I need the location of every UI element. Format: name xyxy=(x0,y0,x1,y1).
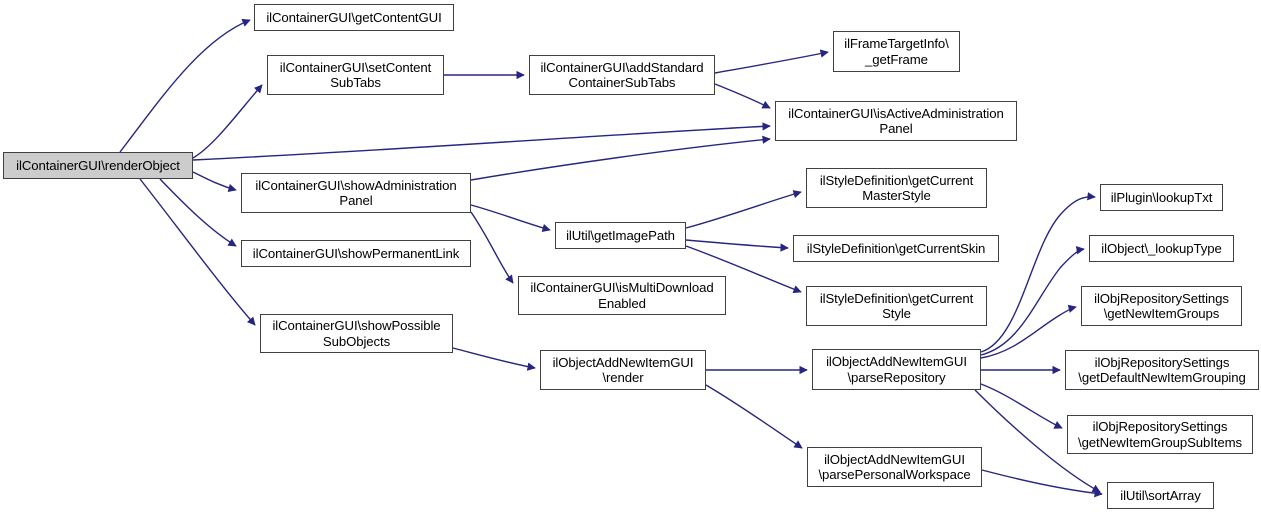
graph-node-isMultiDownloadEnabled[interactable]: ilContainerGUI\isMultiDownload Enabled xyxy=(518,276,726,315)
edge-showAdministrationPanel-to-isMultiDownloadEnabled xyxy=(470,211,514,284)
graph-node-getDefaultNewItemGrouping[interactable]: ilObjRepositorySettings \getDefaultNewIt… xyxy=(1065,350,1259,390)
graph-node-sortArray[interactable]: ilUtil\sortArray xyxy=(1107,482,1214,509)
edge-addNewItemRender-to-parsePersonalWorkspace xyxy=(705,384,803,449)
graph-node-lookupTxt[interactable]: ilPlugin\lookupTxt xyxy=(1100,184,1223,211)
edge-getImagePath-to-getCurrentSkin xyxy=(685,239,789,252)
edge-parseRepository-to-lookupTxt xyxy=(980,192,1096,353)
graph-node-getCurrentSkin[interactable]: ilStyleDefinition\getCurrentSkin xyxy=(793,235,999,262)
graph-node-getImagePath[interactable]: ilUtil\getImagePath xyxy=(555,222,686,249)
graph-node-addStandardContainerSubTabs[interactable]: ilContainerGUI\addStandard ContainerSubT… xyxy=(529,55,715,95)
graph-node-parsePersonalWorkspace[interactable]: ilObjectAddNewItemGUI \parsePersonalWork… xyxy=(807,447,982,487)
graph-node-getContentGUI[interactable]: ilContainerGUI\getContentGUI xyxy=(254,4,454,31)
graph-node-showPossibleSubObjects[interactable]: ilContainerGUI\showPossible SubObjects xyxy=(260,314,453,353)
edge-parseRepository-to-lookupType xyxy=(980,246,1085,356)
edge-getImagePath-to-getCurrentMasterStyle xyxy=(685,190,802,229)
edge-parseRepository-to-getNewItemGroups xyxy=(980,304,1077,359)
graph-node-setContentSubTabs[interactable]: ilContainerGUI\setContent SubTabs xyxy=(267,55,444,95)
edge-parseRepository-to-getNewItemGroupSubItems xyxy=(980,383,1063,429)
graph-node-getCurrentStyle[interactable]: ilStyleDefinition\getCurrent Style xyxy=(806,286,987,326)
edge-showAdministrationPanel-to-getImagePath xyxy=(470,204,551,233)
edge-addStandardContainerSubTabs-to-isActiveAdministrationPanel xyxy=(714,83,771,109)
graph-node-getNewItemGroupSubItems[interactable]: ilObjRepositorySettings \getNewItemGroup… xyxy=(1067,415,1253,454)
edge-parsePersonalWorkspace-to-sortArray xyxy=(981,469,1103,498)
edge-renderObject-to-isActiveAdministrationPanel xyxy=(192,122,771,161)
graph-node-isActiveAdministrationPanel[interactable]: ilContainerGUI\isActiveAdministration Pa… xyxy=(775,101,1017,141)
graph-node-addNewItemRender[interactable]: ilObjectAddNewItemGUI \render xyxy=(540,350,706,390)
edge-showPossibleSubObjects-to-addNewItemRender xyxy=(452,347,536,371)
graph-node-getFrame[interactable]: ilFrameTargetInfo\ _getFrame xyxy=(833,31,960,72)
graph-node-renderObject[interactable]: ilContainerGUI\renderObject xyxy=(3,152,193,179)
edge-showAdministrationPanel-to-isActiveAdministrationPanel xyxy=(470,135,771,181)
edge-renderObject-to-showPermanentLink xyxy=(159,178,237,247)
edge-renderObject-to-getContentGUI xyxy=(119,18,251,153)
graph-node-getCurrentMasterStyle[interactable]: ilStyleDefinition\getCurrent MasterStyle xyxy=(806,168,987,208)
edge-addStandardContainerSubTabs-to-getFrame xyxy=(714,49,829,74)
edge-renderObject-to-showPossibleSubObjects xyxy=(139,178,256,326)
edge-renderObject-to-setContentSubTabs xyxy=(192,84,263,159)
edge-renderObject-to-showAdministrationPanel xyxy=(192,171,237,193)
graph-node-showPermanentLink[interactable]: ilContainerGUI\showPermanentLink xyxy=(241,240,471,267)
graph-node-getNewItemGroups[interactable]: ilObjRepositorySettings \getNewItemGroup… xyxy=(1081,286,1242,326)
graph-node-lookupType[interactable]: ilObject\_lookupType xyxy=(1089,235,1234,262)
graph-node-parseRepository[interactable]: ilObjectAddNewItemGUI \parseRepository xyxy=(812,349,981,390)
graph-node-showAdministrationPanel[interactable]: ilContainerGUI\showAdministration Panel xyxy=(241,173,471,213)
